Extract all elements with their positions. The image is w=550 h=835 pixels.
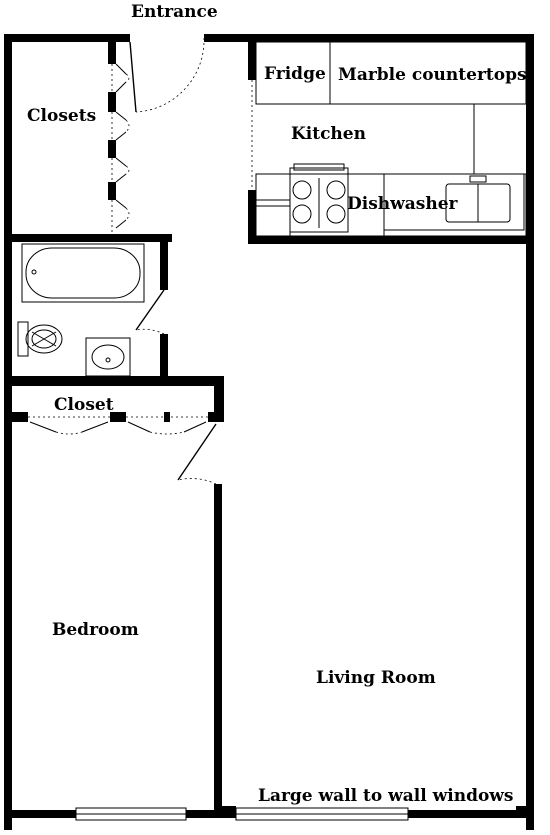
closets-wall — [108, 42, 130, 236]
bedroom-wall — [214, 376, 224, 818]
bathtub — [21, 243, 145, 303]
bathroom — [4, 234, 224, 386]
closets-label: Closets — [27, 106, 96, 126]
bathroom-door[interactable] — [135, 289, 165, 335]
living-room-label: Living Room — [316, 668, 436, 688]
upper-countertop — [329, 41, 527, 174]
kitchen-label: Kitchen — [291, 124, 366, 144]
stove — [289, 163, 349, 233]
outer-walls — [4, 34, 534, 830]
bedroom-label: Bedroom — [52, 620, 139, 640]
closet-label: Closet — [54, 395, 114, 415]
marble-countertops-label: Marble countertops — [338, 65, 527, 85]
windows — [75, 807, 409, 821]
toilet — [17, 321, 63, 357]
entrance-door[interactable] — [129, 37, 205, 113]
windows-label: Large wall to wall windows — [258, 786, 514, 806]
bedroom-closet — [4, 412, 224, 435]
dishwasher-label: Dishwasher — [347, 194, 459, 214]
bedroom-door[interactable] — [177, 423, 217, 485]
bathroom-sink — [85, 337, 131, 377]
entrance-label: Entrance — [131, 2, 218, 22]
fridge-label: Fridge — [264, 64, 326, 84]
kitchen — [248, 41, 534, 244]
